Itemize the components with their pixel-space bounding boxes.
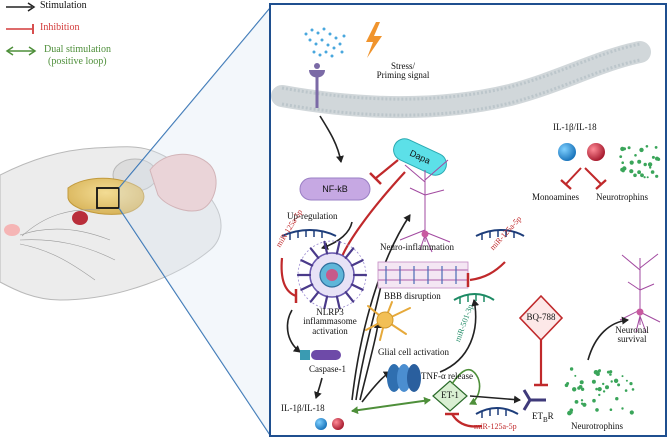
rat-nose (4, 224, 20, 236)
legend-dual-label-1: Dual stimulation (44, 44, 111, 55)
legend: Stimulation Inhibition Dual stimulation … (4, 0, 244, 80)
et1-diamond (432, 380, 468, 412)
tnf-label: TNF-α release (421, 371, 473, 381)
nfkb-label: NF-kB (322, 184, 348, 194)
inhibit-dapa-nfkb (375, 159, 399, 179)
nlrp3-inflammasome-icon (296, 240, 368, 310)
stimulation-arrow-icon (6, 2, 36, 12)
rat-eye (72, 211, 88, 225)
il-right-label: IL-1β/IL-18 (553, 122, 597, 132)
neuron-top-icon (399, 159, 451, 253)
inhibit-il-neurotrophins (584, 167, 602, 185)
green-loop (451, 368, 481, 405)
zoom-line-bottom (118, 207, 271, 436)
legend-stimulation-label: Stimulation (40, 0, 87, 11)
glial-label: Glial cell activation (378, 347, 449, 357)
mirna-left-icon (281, 229, 337, 240)
legend-inhibition: Inhibition (4, 22, 204, 36)
neuronal-survival-line1: Neuronal (615, 325, 649, 335)
zoom-cone (119, 8, 270, 435)
inhibit-mir-bbb (469, 261, 506, 282)
stress-label-line2: Priming signal (376, 70, 430, 81)
arrow-nlrp3-caspase (286, 309, 301, 353)
caspase-icon (300, 350, 341, 360)
receptor-icon (309, 63, 325, 108)
lightning-icon (366, 22, 382, 58)
neuronal-survival-line2: survival (617, 334, 647, 345)
bq788-label: BQ-788 (526, 312, 556, 322)
inhibit-mir-nlrp3 (280, 257, 297, 298)
il1b-ball-icon (315, 418, 327, 430)
caspase-label: Caspase-1 (309, 364, 346, 374)
arrow-caspase-il (314, 377, 323, 399)
legend-dual-label-2: (positive loop) (48, 56, 107, 67)
nfkb-pill (299, 177, 371, 201)
nlrp3-label-line3: activation (312, 325, 348, 336)
tnf-alpha-icon (387, 364, 421, 392)
neuronal-survival-label: Neuronal survival (602, 325, 662, 345)
dapa-pill (393, 138, 447, 176)
mirna-bottom-icon (475, 407, 519, 418)
bbb-label: BBB disruption (384, 291, 441, 301)
legend-inhibition-label: Inhibition (40, 22, 80, 33)
mir125-bottom-label: miR-125a-5p (474, 422, 517, 431)
upregulation-label: Up-regulation (287, 211, 338, 221)
arrow-neuronal-survival (587, 316, 629, 361)
legend-dual: Dual stimulation (positive loop) (4, 44, 204, 74)
inhibition-bar-icon (6, 24, 34, 34)
glial-cell-icon (365, 301, 411, 341)
inhibit-il-monoamines (565, 167, 582, 185)
dual-arrow-il-et1 (351, 396, 431, 415)
cell-membrane (271, 41, 651, 119)
nlrp3-label-line2: inflammasome (303, 316, 357, 327)
etbr-label-main: ET (532, 411, 543, 421)
il1b-top-ball-icon (558, 143, 576, 161)
dual-arrow-icon (5, 46, 37, 56)
il18-top-ball-icon (587, 143, 605, 161)
zoom-box (96, 187, 120, 209)
inhibit-mir-et1 (451, 413, 483, 428)
ligand-dots (304, 27, 346, 58)
etbr-label-end: R (547, 411, 554, 421)
detail-panel (269, 3, 667, 437)
etbr-receptor-icon (522, 389, 546, 411)
il18-ball-icon (332, 418, 344, 430)
rat-brain (67, 177, 145, 215)
monoamines-label: Monoamines (532, 192, 579, 202)
nlrp3-label-line1: NLRP3 (316, 307, 344, 317)
arrow-tnf-bbb (439, 299, 480, 373)
neuroinflammation-label: Neuro-inflammation (380, 242, 454, 252)
rat-illustration (0, 146, 222, 301)
neurotrophins-dots-bottom (564, 367, 635, 416)
etbr-label-sub: B (543, 415, 548, 424)
neurotrophins-dots-top (619, 145, 661, 179)
zoom-line-top (118, 7, 271, 189)
et1-label: ET-1 (441, 390, 459, 400)
il-left-label: IL-1β/IL-18 (281, 403, 325, 413)
neurotrophins-top-label: Neurotrophins (596, 192, 648, 202)
arrow-receptor-nfkb (319, 115, 344, 163)
stress-label-line1: Stress/ (390, 61, 415, 71)
mirna-right-icon (475, 229, 525, 240)
rat-whiskers (19, 209, 116, 281)
neurotrophins-bottom-label: Neurotrophins (571, 421, 623, 431)
legend-stimulation: Stimulation (4, 0, 204, 14)
arrow-et1-etbr (469, 395, 521, 404)
rat-ear-right (149, 153, 217, 212)
nlrp3-label: NLRP3 inflammasome activation (290, 307, 370, 336)
bbb-icon (377, 261, 469, 289)
etbr-label: ETBR (532, 411, 554, 424)
stress-label: Stress/ Priming signal (368, 61, 438, 81)
